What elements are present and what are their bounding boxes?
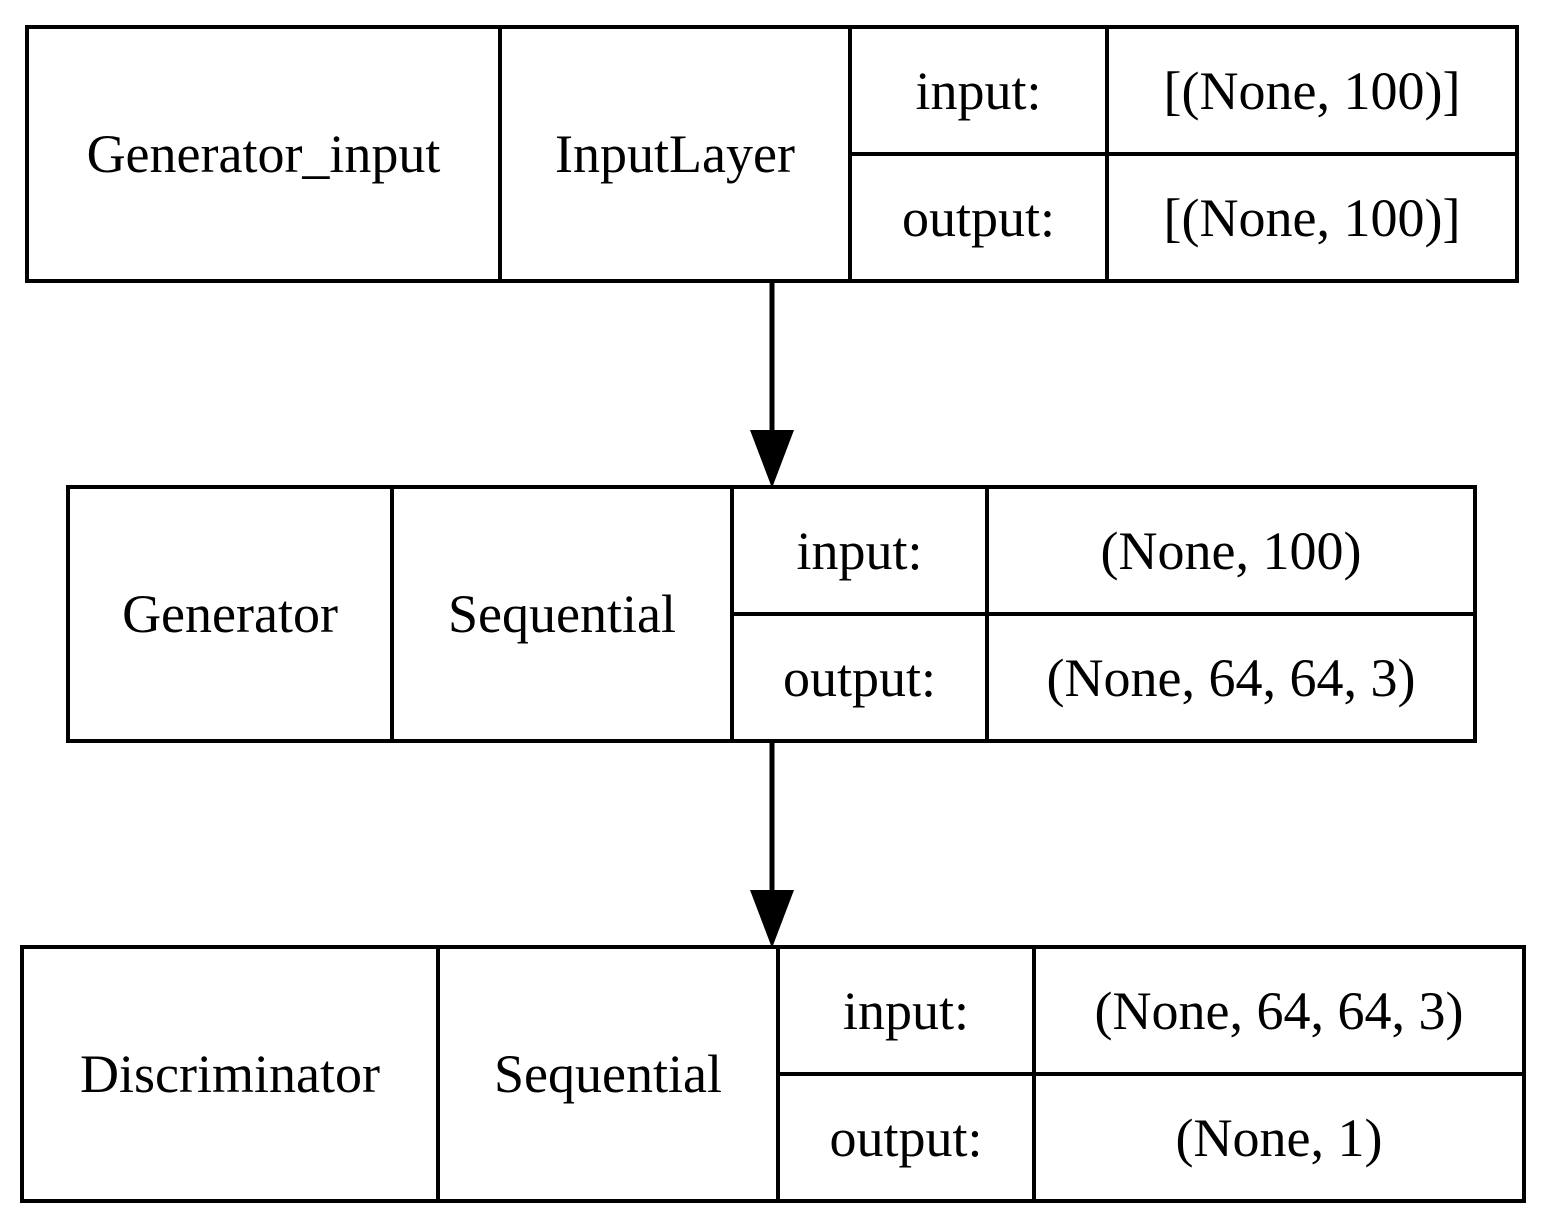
input-label: input:	[842, 980, 969, 1041]
output-shape: [(None, 100)]	[1109, 152, 1515, 279]
input-label: input:	[796, 520, 923, 581]
layer-name: Generator	[70, 489, 394, 739]
output-label: output:	[852, 152, 1105, 279]
arrowhead-2	[750, 890, 794, 948]
layer-type: Sequential	[394, 489, 734, 739]
io-labels: input: output:	[780, 949, 1036, 1199]
input-shape: (None, 100)	[1100, 520, 1362, 581]
output-shape: (None, 64, 64, 3)	[989, 612, 1473, 739]
io-shapes: [(None, 100)] [(None, 100)]	[1109, 29, 1515, 279]
layer-node-generator-input: Generator_input InputLayer input: output…	[25, 25, 1519, 283]
output-shape: (None, 1)	[1036, 1072, 1522, 1199]
output-label: output:	[780, 1072, 1032, 1199]
layer-name: Generator_input	[29, 29, 502, 279]
layer-type: Sequential	[440, 949, 780, 1199]
io-shapes: (None, 64, 64, 3) (None, 1)	[1036, 949, 1522, 1199]
layer-node-discriminator: Discriminator Sequential input: output: …	[20, 945, 1526, 1203]
layer-type: InputLayer	[502, 29, 852, 279]
io-labels: input: output:	[734, 489, 989, 739]
io-shapes: (None, 100) (None, 64, 64, 3)	[989, 489, 1473, 739]
layer-name: Discriminator	[24, 949, 440, 1199]
output-label: output:	[734, 612, 985, 739]
layer-node-generator: Generator Sequential input: output: (Non…	[66, 485, 1477, 743]
io-labels: input: output:	[852, 29, 1109, 279]
input-shape: (None, 64, 64, 3)	[1094, 980, 1464, 1041]
input-label: input:	[915, 60, 1042, 121]
input-shape: [(None, 100)]	[1163, 60, 1461, 121]
arrowhead-1	[750, 430, 794, 488]
